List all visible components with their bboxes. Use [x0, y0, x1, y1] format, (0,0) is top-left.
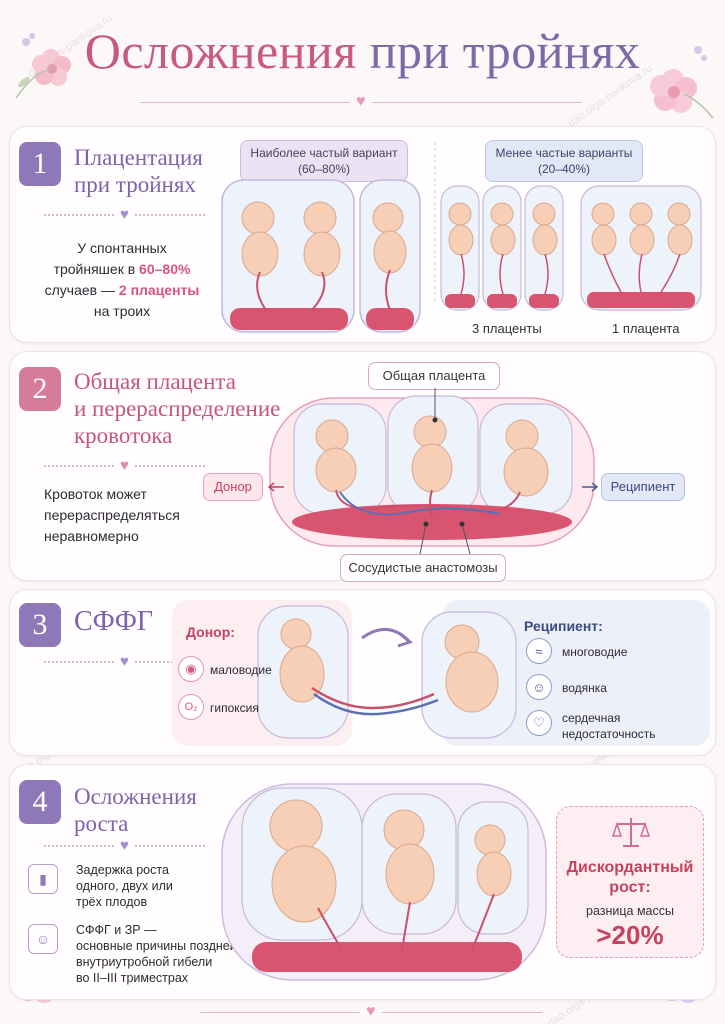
- recipient-title: Реципиент:: [524, 618, 603, 634]
- recipient-item-polyhydramnios: многоводие: [562, 645, 628, 659]
- donor-item-oligohydramnios: маловодие: [210, 663, 272, 677]
- heart-icon: ♥: [366, 1003, 376, 1020]
- discordant-growth-illustration: [221, 783, 547, 981]
- waves-icon: ≈: [526, 638, 552, 664]
- heart-icon: ♥: [120, 457, 129, 474]
- donor-tag: Донор: [203, 473, 263, 501]
- heart-icon: ♥: [120, 206, 129, 223]
- heart-icon: ♥: [120, 653, 129, 670]
- section-2-divider: ♥: [44, 458, 205, 473]
- fetus-icon: ☺: [526, 674, 552, 700]
- section-1-title: Плацентация при тройнях: [74, 145, 203, 197]
- section-2-description: Кровоток может перераспределяться неравн…: [44, 486, 180, 544]
- anastomoses-tag: Сосудистые анастомозы: [340, 554, 506, 582]
- recipient-tag: Реципиент: [601, 473, 685, 501]
- page-title-part1: Осложнения: [84, 23, 357, 79]
- recipient-item-hydrops: водянка: [562, 681, 607, 695]
- mortality-causes-text: СФФГ и ЗР — основные причины поздней вну…: [76, 923, 237, 985]
- oxygen-icon: O₂: [178, 694, 204, 720]
- growth-restriction-text: Задержка роста одного, двух или трёх пло…: [76, 863, 173, 909]
- recipient-item-heart-failure: сердечная недостаточность: [562, 711, 656, 741]
- caption-one-placenta: 1 плацента: [612, 321, 680, 336]
- rare-variant-label: Менее частые варианты (20–40%): [485, 140, 643, 182]
- mass-difference-value: >20%: [596, 920, 664, 950]
- title-divider: ♥: [140, 94, 582, 110]
- section-1-separator: [434, 142, 436, 302]
- one-placenta-illustration: [580, 185, 702, 311]
- arrow-right-icon: [582, 482, 599, 492]
- shared-placenta-illustration: [269, 395, 595, 547]
- two-placentas-illustration: [221, 179, 421, 333]
- section-1-description: У спонтанных тройняшек в 60–80% случаев …: [44, 240, 200, 319]
- flower-decoration-top-right: [650, 46, 714, 119]
- leader-line: [432, 388, 438, 423]
- page-title-part2: при тройнях: [369, 23, 641, 79]
- section-3-number: 3: [19, 603, 61, 647]
- donor-title: Донор:: [186, 624, 235, 640]
- section-4-divider: ♥: [44, 838, 205, 853]
- frequent-variant-label: Наиболее частый вариант (60–80%): [240, 140, 408, 182]
- discordant-growth-title: Дискордантный рост:: [566, 859, 694, 896]
- section-4-number: 4: [19, 780, 61, 824]
- donor-item-hypoxia: гипоксия: [210, 701, 259, 715]
- fetus-ultrasound-icon: ☺: [28, 924, 58, 954]
- caption-three-placentas: 3 плаценты: [472, 321, 542, 336]
- section-3-title: СФФГ: [74, 606, 154, 637]
- page-title: Осложнения при тройнях: [0, 22, 725, 80]
- growth-chart-icon: ▮: [28, 864, 58, 894]
- section-2-number: 2: [19, 367, 61, 411]
- mass-difference-label: разница массы: [586, 904, 674, 918]
- section-2-title: Общая плацента и перераспределение крово…: [74, 369, 281, 448]
- common-placenta-tag: Общая плацента: [368, 362, 500, 390]
- section-1-number: 1: [19, 142, 61, 186]
- section-1-divider: ♥: [44, 207, 205, 222]
- flower-decoration-top-left: [15, 33, 71, 99]
- section-4-title: Осложнения роста: [74, 784, 197, 836]
- heart-pulse-icon: ♡: [526, 710, 552, 736]
- ttts-illustration: [172, 600, 710, 746]
- scales-icon: [611, 818, 651, 847]
- bottom-divider: ♥: [200, 1004, 542, 1020]
- heart-icon: ♥: [356, 93, 366, 110]
- arrow-left-icon: [267, 482, 284, 492]
- water-drop-icon: ◉: [178, 656, 204, 682]
- three-placentas-illustration: [440, 185, 564, 311]
- section-3-divider: ♥: [44, 654, 205, 669]
- heart-icon: ♥: [120, 837, 129, 854]
- anastomoses-leader-lines: [419, 521, 471, 555]
